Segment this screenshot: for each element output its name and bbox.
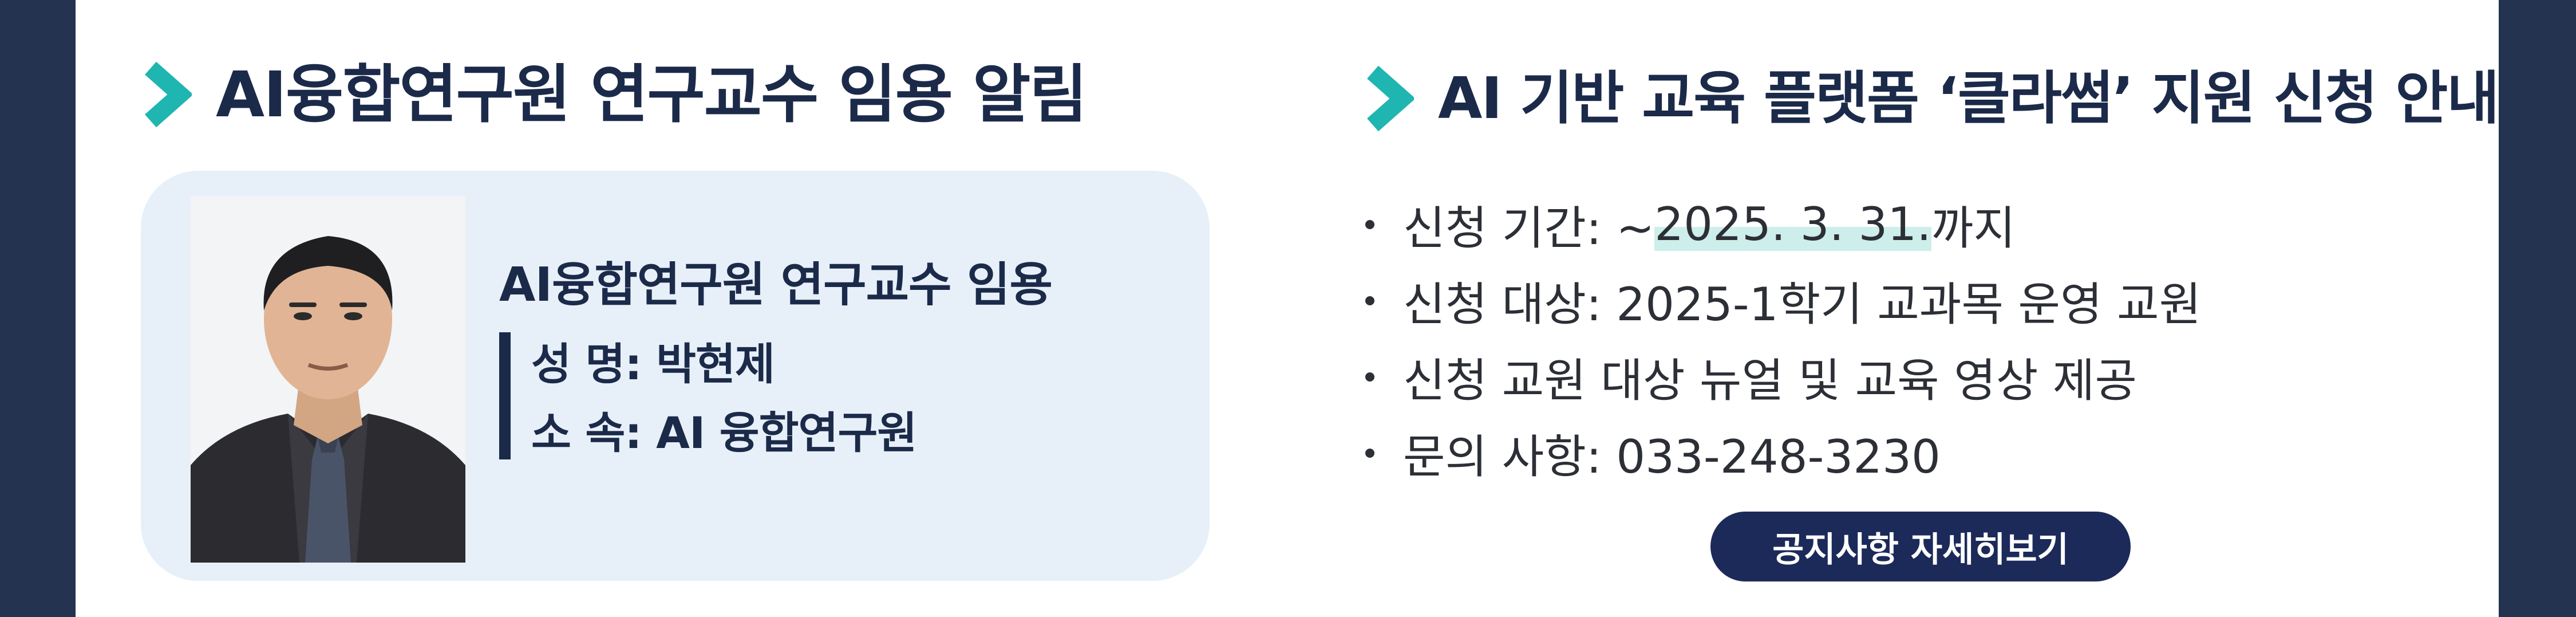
right-section-header: AI 기반 교육 플랫폼 ‘클라썸’ 지원 신청 안내 <box>1362 64 2499 133</box>
profile-accent-bar <box>499 332 511 459</box>
bullet-icon <box>1365 296 1374 305</box>
list-item-text: 문의 사항: 033-248-3230 <box>1403 430 1941 484</box>
list-item: 신청 기간: ~2025. 3. 31.까지 <box>1365 186 2201 262</box>
list-item-prefix: 신청 기간: ~ <box>1403 201 1655 255</box>
left-section-title: AI융합연구원 연구교수 임용 알림 <box>216 58 1088 131</box>
list-item-highlight: 2025. 3. 31. <box>1654 198 1931 251</box>
right-section-title: AI 기반 교육 플랫폼 ‘클라썸’ 지원 신청 안내 <box>1438 65 2499 132</box>
list-item: 문의 사항: 033-248-3230 <box>1365 415 2201 491</box>
bullet-icon <box>1365 448 1374 458</box>
chevron-right-icon <box>145 61 192 128</box>
bullet-icon <box>1365 219 1374 229</box>
list-item-suffix: 까지 <box>1931 201 2016 255</box>
profile-affiliation: 소 속: AI 융합연구원 <box>531 407 917 458</box>
list-item: 신청 대상: 2025-1학기 교과목 운영 교원 <box>1365 262 2201 339</box>
left-section-header: AI융합연구원 연구교수 임용 알림 <box>140 58 1088 131</box>
list-item-text: 신청 대상: 2025-1학기 교과목 운영 교원 <box>1403 277 2202 331</box>
profile-heading: AI융합연구원 연구교수 임용 <box>499 258 1053 312</box>
info-list: 신청 기간: ~2025. 3. 31.까지 신청 대상: 2025-1학기 교… <box>1365 186 2201 491</box>
view-notice-button[interactable]: 공지사항 자세히보기 <box>1710 512 2131 581</box>
list-item: 신청 교원 대상 뉴얼 및 교육 영상 제공 <box>1365 339 2201 415</box>
bullet-icon <box>1365 372 1374 382</box>
list-item-text: 신청 교원 대상 뉴얼 및 교육 영상 제공 <box>1403 353 2138 407</box>
chevron-right-icon <box>1367 65 1414 132</box>
profile-photo <box>191 196 465 563</box>
profile-name: 성 명: 박현제 <box>531 339 775 390</box>
